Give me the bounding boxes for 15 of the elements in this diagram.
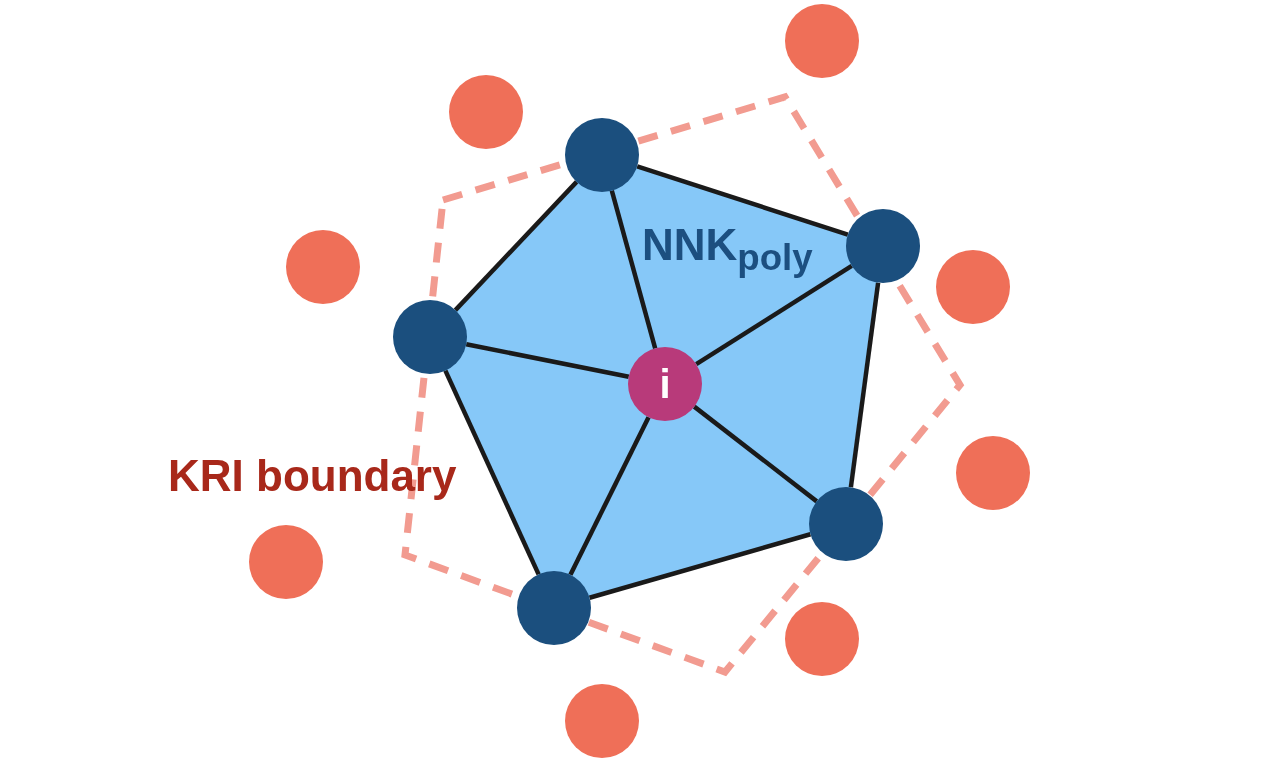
edge-line (692, 404, 819, 504)
edge-line (695, 263, 853, 367)
edge-line (443, 369, 541, 576)
edge-line (453, 180, 579, 312)
edge-line (568, 416, 651, 576)
vertex-node (846, 209, 920, 283)
boundary-label: KRI boundary (168, 454, 457, 498)
edge-line (848, 282, 881, 488)
edge-line (465, 342, 630, 379)
polygon-label: NNK$_{poly}$ (642, 223, 813, 277)
edge-line (636, 164, 849, 237)
vertex-node (809, 487, 883, 561)
vertex-node (393, 300, 467, 374)
edge-line (588, 532, 812, 600)
edge-line (609, 190, 658, 349)
